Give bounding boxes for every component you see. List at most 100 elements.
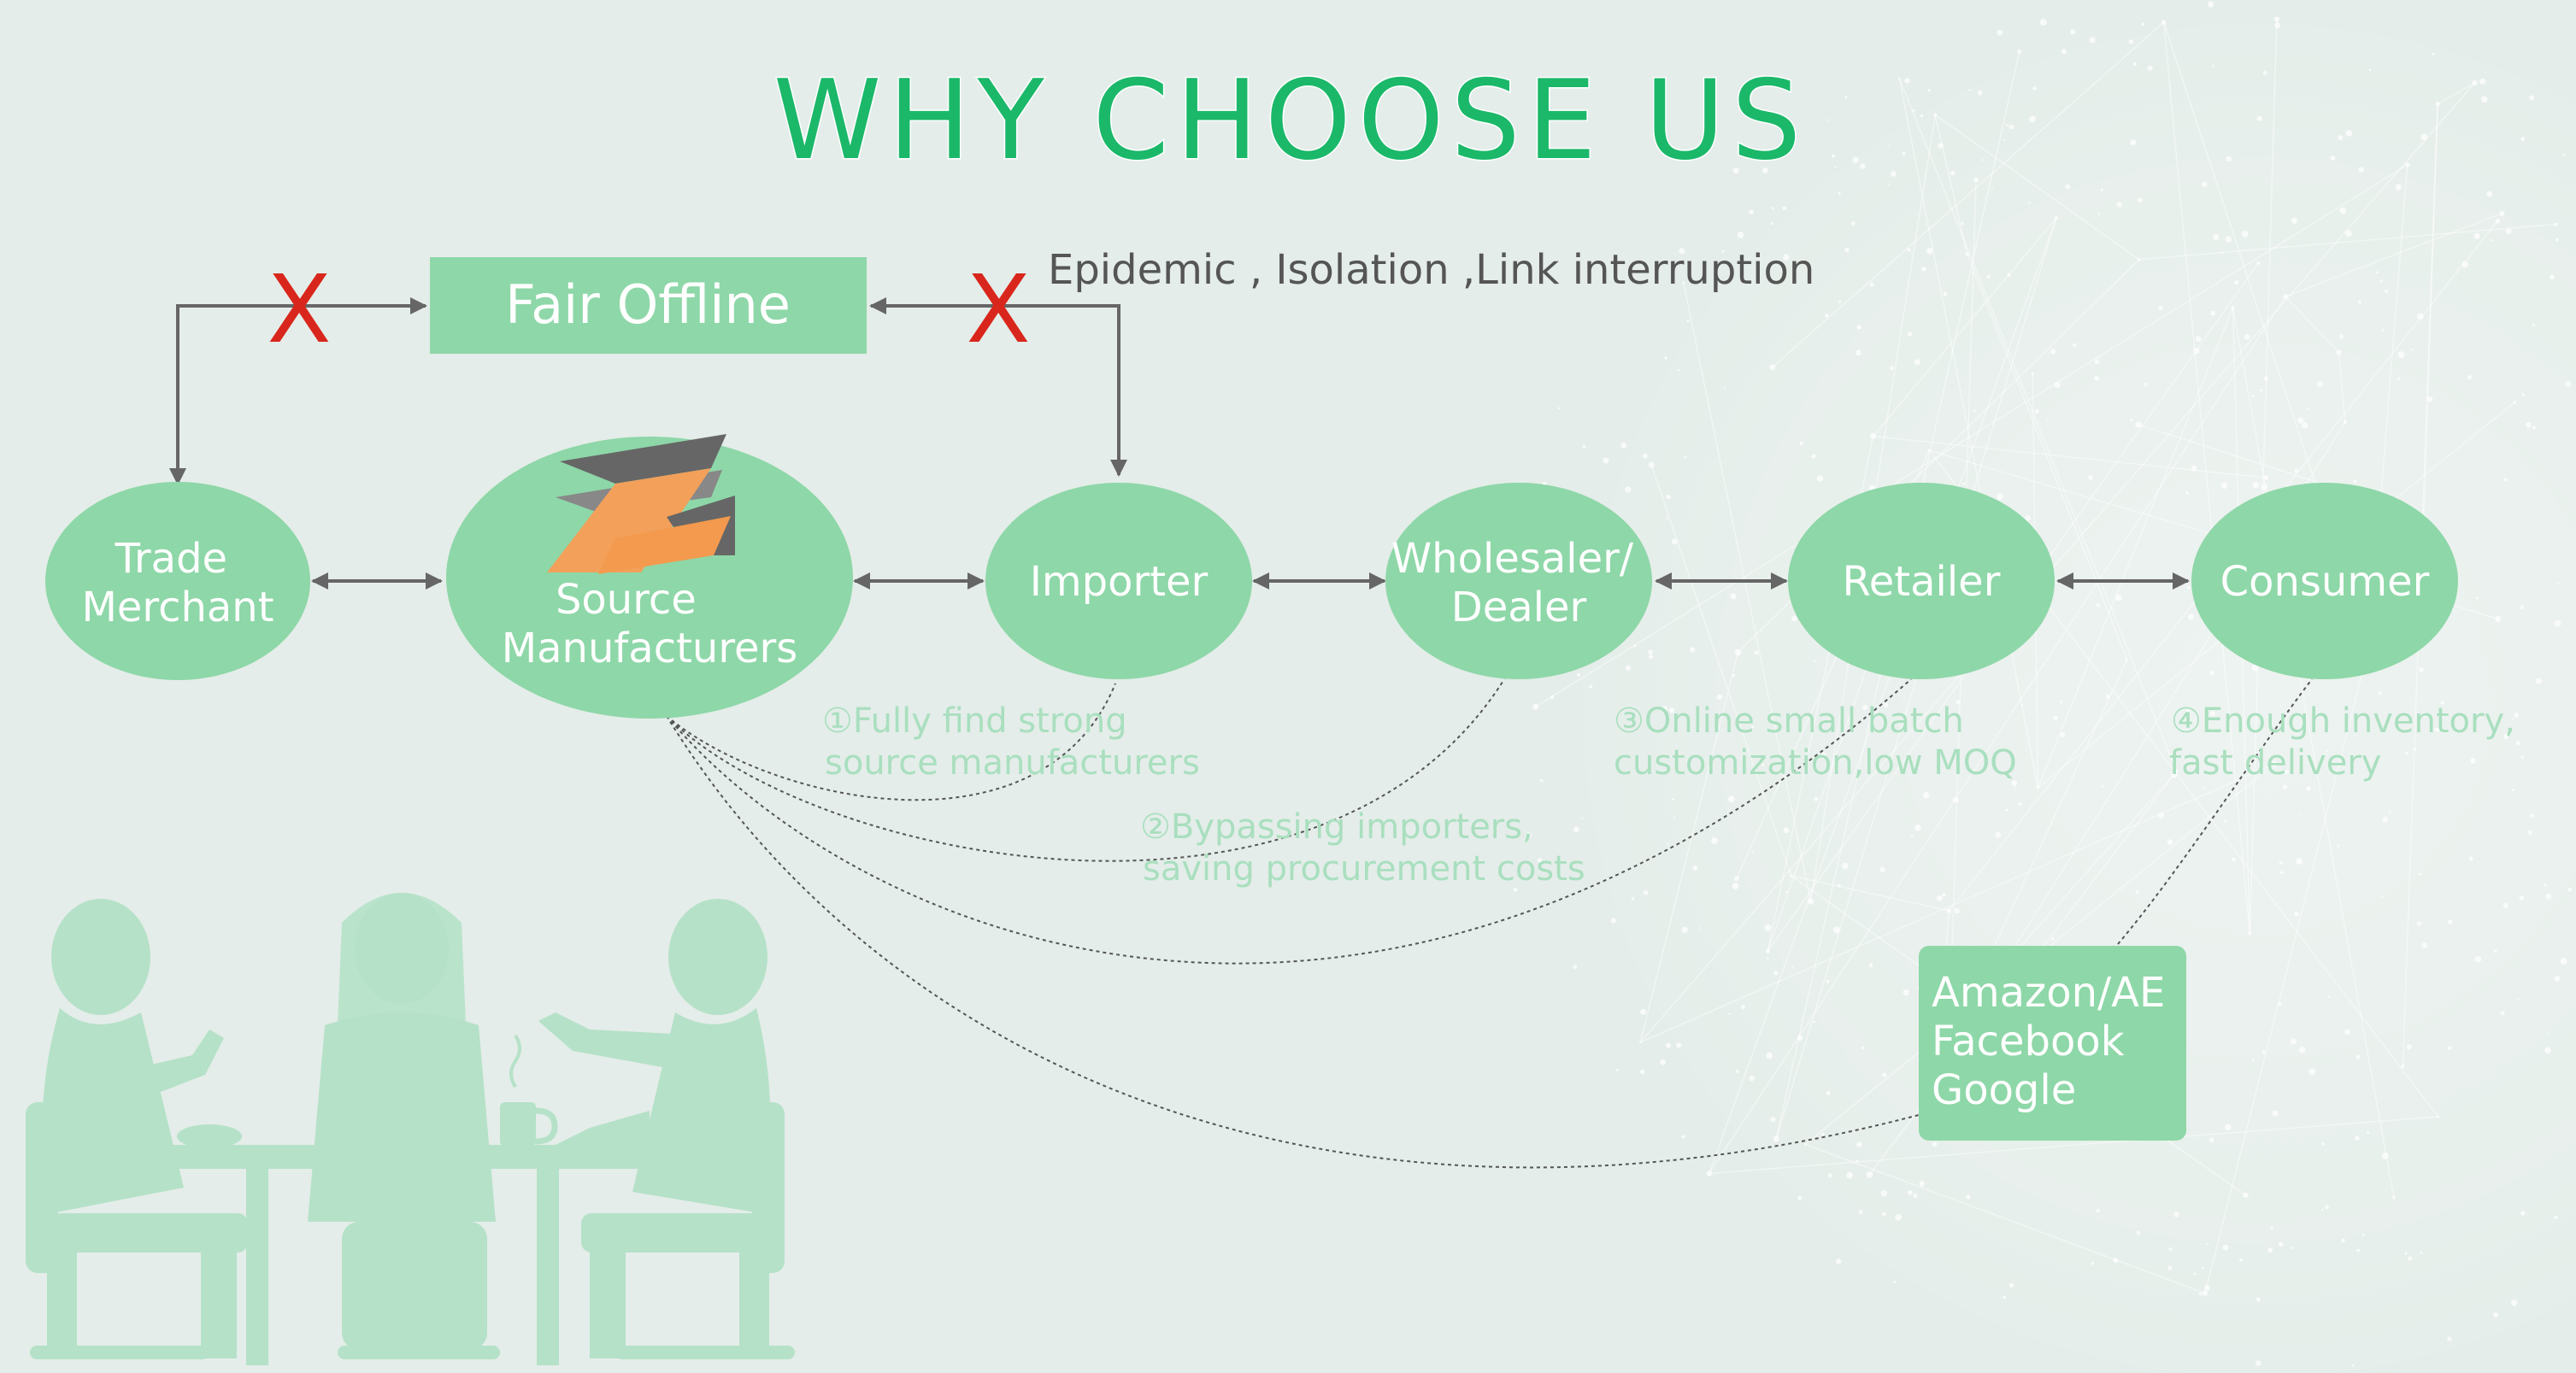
globe-dot — [1582, 444, 1586, 449]
note-4-line-2: fast delivery — [2169, 743, 2381, 783]
globe-dot — [1762, 167, 1768, 173]
globe-dot — [1666, 494, 1671, 500]
globe-dot — [2406, 1044, 2412, 1050]
node-retailer: Retailer — [1788, 483, 2055, 679]
globe-dot — [2491, 239, 2493, 242]
globe-dot — [1852, 156, 1859, 163]
globe-dot — [2158, 812, 2165, 819]
globe-dot — [2210, 310, 2216, 316]
globe-dot — [1856, 1159, 1858, 1163]
globe-dot — [1740, 1005, 1745, 1010]
globe-dot — [1882, 1212, 1886, 1217]
globe-dot — [2186, 585, 2191, 590]
globe-dot — [2378, 691, 2382, 695]
globe-dot — [2171, 772, 2178, 778]
globe-dot — [2567, 888, 2572, 892]
globe-dot — [2173, 1212, 2179, 1218]
globe-dot — [2226, 155, 2232, 162]
globe-dot — [2338, 135, 2344, 140]
globe-dot — [2344, 1029, 2351, 1036]
globe-dot — [2376, 271, 2379, 274]
globe-dot — [1804, 1143, 1807, 1146]
globe-dot — [2368, 68, 2372, 72]
globe-dot — [2440, 701, 2444, 705]
globe-dot — [1832, 154, 1836, 158]
svg-text:①Fully find strong s: ①Fully find strong source manufacturers — [822, 701, 1200, 783]
globe-dot — [2210, 711, 2215, 716]
globe-network-line — [2037, 308, 2234, 788]
globe-dot — [2167, 1265, 2173, 1270]
globe-dot — [2105, 694, 2110, 699]
business-meeting-illustration — [26, 893, 795, 1365]
globe-dot — [1868, 963, 1873, 968]
globe-dot — [1789, 132, 1793, 136]
globe-dot — [1573, 965, 1578, 970]
globe-dot — [1844, 247, 1850, 253]
globe-dot — [1620, 442, 1627, 449]
globe-dot — [2306, 786, 2309, 789]
globe-dot — [1986, 274, 1991, 279]
globe-dot — [2544, 883, 2547, 887]
globe-dot — [1751, 851, 1754, 854]
globe-dot — [2065, 184, 2071, 190]
globe-dot — [1690, 647, 1696, 653]
globe-dot — [2486, 191, 2493, 197]
globe-network-line — [2162, 22, 2251, 934]
globe-dot — [1625, 486, 1632, 493]
globe-dot — [1965, 252, 1969, 256]
globe-dot — [1825, 314, 1829, 318]
globe-dot — [2167, 839, 2173, 846]
disruption-label: Epidemic , Isolation ,Link interruption — [1048, 246, 1814, 294]
globe-dot — [1631, 897, 1635, 901]
globe-dot — [2191, 465, 2197, 472]
globe-dot — [2174, 770, 2179, 773]
globe-network-line — [1805, 1143, 2206, 1294]
globe-dot — [2554, 976, 2561, 982]
globe-dot — [1577, 672, 1581, 677]
globe-dot — [2321, 1142, 2325, 1146]
globe-dot — [1991, 187, 1993, 190]
globe-dot — [2185, 709, 2191, 715]
source-manufacturers-label-1: Source — [556, 576, 697, 624]
globe-dot — [2088, 475, 2093, 480]
globe-background — [1479, 0, 2576, 1373]
note-4-line-1: ④Enough inventory, — [2171, 701, 2515, 741]
globe-dot — [1895, 1213, 1903, 1221]
globe-dot — [1826, 119, 1828, 121]
globe-dot — [1783, 827, 1790, 833]
globe-dot — [2053, 715, 2058, 720]
globe-dot — [2279, 1241, 2284, 1247]
globe-dot — [2251, 394, 2255, 397]
globe-dot — [2169, 741, 2172, 743]
globe-dot — [2338, 844, 2340, 848]
globe-dot — [1908, 1190, 1913, 1195]
globe-dot — [2432, 52, 2435, 56]
globe-dot — [1643, 890, 1649, 895]
node-source-manufacturers: Source Manufacturers — [446, 434, 853, 719]
company-logo — [547, 434, 735, 574]
globe-dot — [2330, 155, 2336, 161]
globe-dot — [2296, 858, 2303, 865]
globe-dot — [2283, 294, 2288, 299]
globe-dot — [2054, 381, 2061, 388]
globe-dot — [2526, 421, 2532, 428]
globe-dot — [2397, 351, 2405, 359]
globe-dot — [2263, 475, 2269, 481]
fair-offline-box: Fair Offline — [430, 257, 867, 354]
globe-dot — [2511, 1300, 2518, 1306]
globe-dot — [1773, 971, 1779, 976]
globe-dot — [2202, 182, 2208, 188]
fair-offline-label: Fair Offline — [505, 273, 791, 336]
globe-dot — [1913, 1193, 1918, 1199]
globe-dot — [2554, 222, 2558, 226]
globe-dot — [2271, 760, 2278, 767]
globe-dot — [1814, 796, 1819, 801]
globe-dot — [2243, 1192, 2249, 1199]
globe-network-line — [1767, 660, 1870, 952]
globe-dot — [1903, 989, 1909, 996]
globe-dot — [1879, 866, 1885, 872]
globe-dot — [1727, 795, 1735, 803]
globe-dot — [1858, 1210, 1863, 1215]
globe-dot — [2274, 22, 2280, 29]
globe-dot — [2500, 1011, 2505, 1016]
